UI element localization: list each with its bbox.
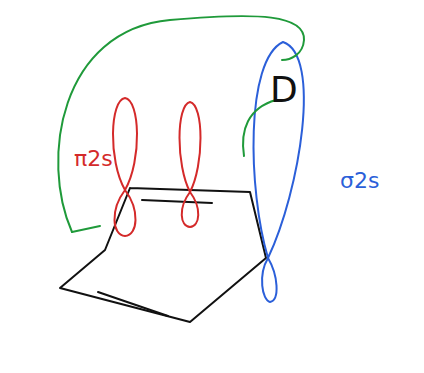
atom-label: D	[270, 72, 298, 108]
double-bond	[142, 200, 212, 203]
orbital-label: σ2s	[340, 170, 379, 192]
interaction-arcs	[58, 16, 304, 232]
p-orbital	[113, 98, 137, 236]
ring-outline	[60, 188, 266, 322]
p-orbitals	[113, 98, 201, 236]
interaction-arc	[72, 226, 100, 232]
sigma-lobes	[254, 42, 304, 302]
orbital-label: π2s	[74, 148, 113, 170]
p-orbital	[180, 102, 201, 227]
double-bond	[98, 292, 168, 316]
interaction-arc	[243, 100, 276, 156]
ring	[60, 188, 266, 322]
sigma-orbital	[254, 42, 304, 302]
interaction-arc	[58, 16, 304, 232]
